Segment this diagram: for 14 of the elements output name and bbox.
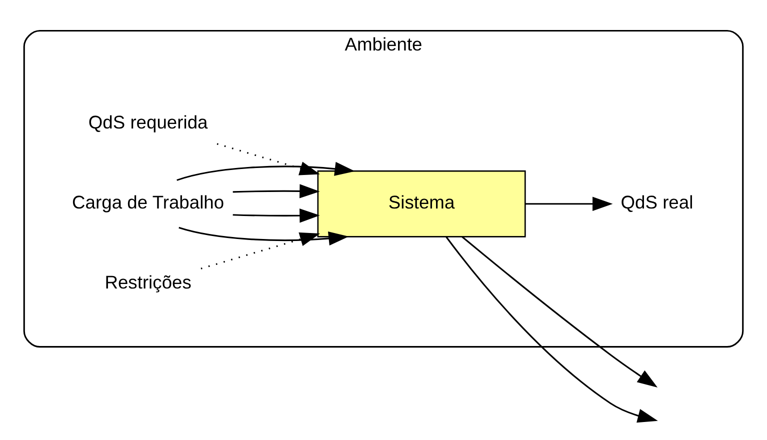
arrow bbox=[232, 208, 320, 222]
arrow bbox=[525, 196, 613, 210]
node-box: Sistema bbox=[317, 170, 526, 237]
node-text: Carga de Trabalho bbox=[72, 191, 224, 212]
arrow bbox=[446, 236, 658, 422]
node-text: QdS requerida bbox=[88, 111, 208, 132]
arrow bbox=[216, 142, 320, 175]
arrow bbox=[176, 161, 355, 180]
arrow bbox=[232, 184, 320, 198]
arrow bbox=[462, 236, 658, 387]
arrow bbox=[178, 226, 349, 246]
arrow bbox=[200, 232, 320, 269]
node-text: Restrições bbox=[104, 271, 192, 292]
node-text: QdS real bbox=[620, 191, 694, 212]
